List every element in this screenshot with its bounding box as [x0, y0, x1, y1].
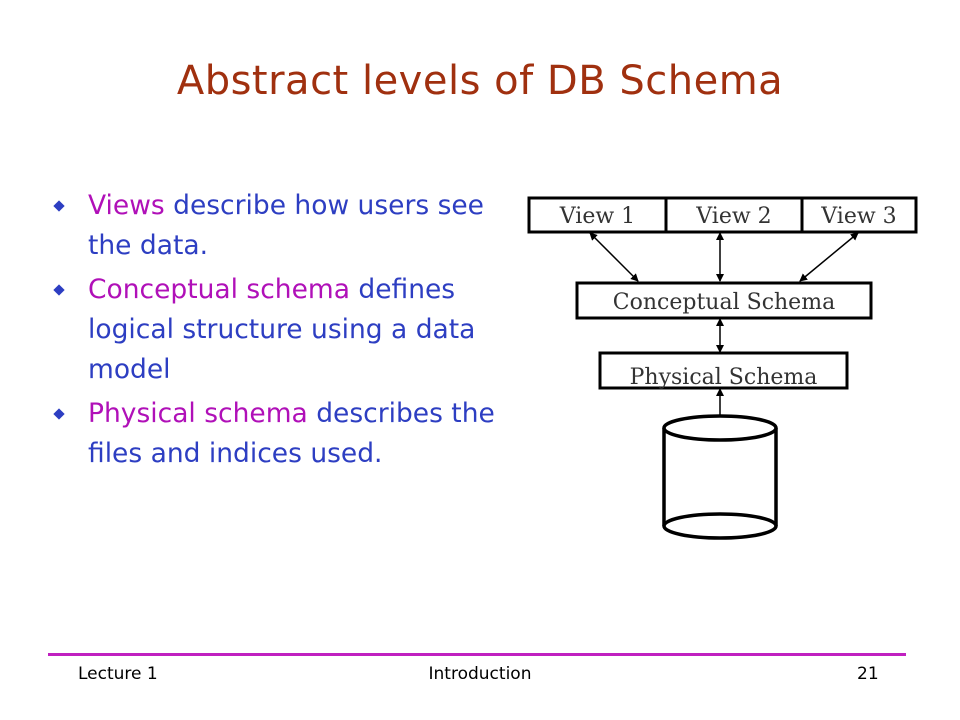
physical-schema-box: Physical Schema: [598, 351, 849, 390]
arrow-view3-conceptual: [799, 232, 859, 282]
bullet-text: defines logical structure using a data m…: [88, 274, 476, 385]
bullet-list: Views describe how users see the data. C…: [52, 186, 502, 478]
bullet-views: Views describe how users see the data.: [52, 186, 502, 266]
footer-rule: [48, 653, 906, 656]
view-2-label: View 2: [695, 204, 771, 229]
view-1-box: View 1: [527, 196, 668, 234]
bullet-term: Physical schema: [88, 398, 308, 429]
view-2-box: View 2: [664, 196, 804, 234]
bullet-term: Conceptual schema: [88, 274, 350, 305]
bullet-conceptual: Conceptual schema defines logical struct…: [52, 270, 502, 390]
footer-lecture: Lecture 1: [78, 664, 158, 684]
bullet-text: describe how users see the data.: [88, 190, 484, 261]
arrow-view1-conceptual: [589, 232, 639, 282]
bullet-physical: Physical schema describes the files and …: [52, 394, 502, 474]
conceptual-schema-label: Conceptual Schema: [613, 290, 835, 315]
view-3-label: View 3: [820, 204, 896, 229]
footer-topic: Introduction: [428, 664, 532, 684]
view-3-box: View 3: [800, 196, 918, 234]
slide-title: Abstract levels of DB Schema: [176, 58, 784, 104]
physical-schema-label: Physical Schema: [630, 365, 818, 390]
bullet-text: describes the files and indices used.: [88, 398, 495, 469]
conceptual-schema-box: Conceptual Schema: [575, 281, 873, 320]
view-1-label: View 1: [559, 204, 635, 229]
bullet-term: Views: [88, 190, 165, 221]
footer-page-number: 21: [857, 664, 879, 684]
database-cylinder-icon: [662, 414, 778, 540]
